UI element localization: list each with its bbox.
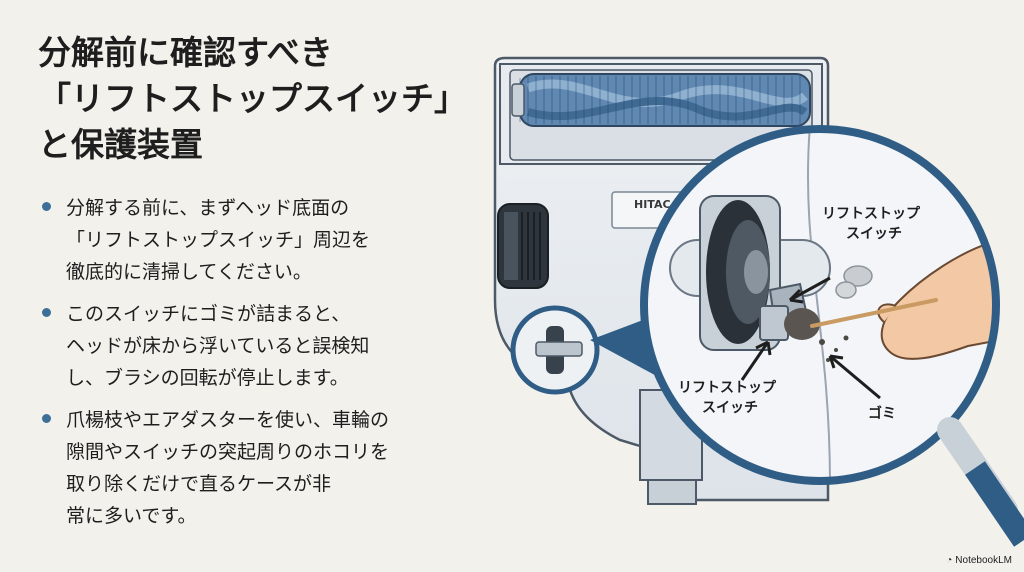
bullet-item: 爪楊枝やエアダスターを使い、車輪の 隙間やスイッチの突起周りのホコリを 取り除く… [40,404,460,532]
title-line-3: と保護装置 [38,125,203,164]
bullet-item: 分解する前に、まずヘッド底面の 「リフトストップスイッチ」周辺を 徹底的に清掃し… [40,192,460,288]
bullet-line: 爪楊枝やエアダスターを使い、車輪の [66,409,390,431]
bullet-line: 隙間やスイッチの突起周りのホコリを [66,441,390,463]
brand-text: HITAC [634,198,671,211]
arrow-bottom [740,341,770,381]
bullet-line: 「リフトストップスイッチ」周辺を [66,229,371,251]
bullet-item: このスイッチにゴミが詰まると、 ヘッドが床から浮いていると誤検知 し、ブラシの回… [40,298,460,394]
bullet-dot-icon [42,414,51,423]
small-switch [535,341,583,357]
title-line-1: 分解前に確認すべき [38,33,333,72]
arrow-top [789,276,831,302]
vacuum-head-illustration: HITAC [493,56,1024,547]
magnifier-lens [640,125,1024,547]
bullet-line: 常に多いです。 [66,505,197,527]
bullet-line: ヘッドが床から浮いていると誤検知 [66,335,370,357]
bullet-line: 分解する前に、まずヘッド底面の [66,197,350,219]
bullet-line: 取り除くだけで直るケースが非 [66,473,332,495]
callout-top-line-1: リフトストップ [822,206,921,222]
dust-puff [835,265,873,299]
dust-clump [784,308,849,362]
callout-dust: ゴミ [868,405,896,422]
bullet-dot-icon [42,202,51,211]
bullet-dot-icon [42,308,51,317]
notebooklm-logo-icon: ◔ [946,555,953,566]
callout-bottom-line-1: リフトストップ [678,380,777,396]
watermark: ◔NotebookLM [946,555,1012,566]
bullet-line: し、ブラシの回転が停止します。 [66,367,349,389]
magnifier-handle [965,461,1024,547]
bullet-line: このスイッチにゴミが詰まると、 [66,303,351,325]
bullet-list: 分解する前に、まずヘッド底面の 「リフトストップスイッチ」周辺を 徹底的に清掃し… [40,192,460,542]
hand-with-toothpick [810,238,996,360]
callout-bottom-line-2: スイッチ [702,400,758,416]
magnifier-ring [640,125,1000,485]
arrow-dust [829,354,881,400]
brush-roll [511,73,811,127]
watermark-text: NotebookLM [955,555,1012,566]
side-wheel [497,203,549,289]
callout-top-line-2: スイッチ [846,226,902,242]
title-line-2: 「リフトストップスイッチ」 [38,79,467,118]
page-title: 分解前に確認すべき 「リフトストップスイッチ」 と保護装置 [38,30,478,168]
bullet-line: 徹底的に清掃してください。 [66,261,312,283]
